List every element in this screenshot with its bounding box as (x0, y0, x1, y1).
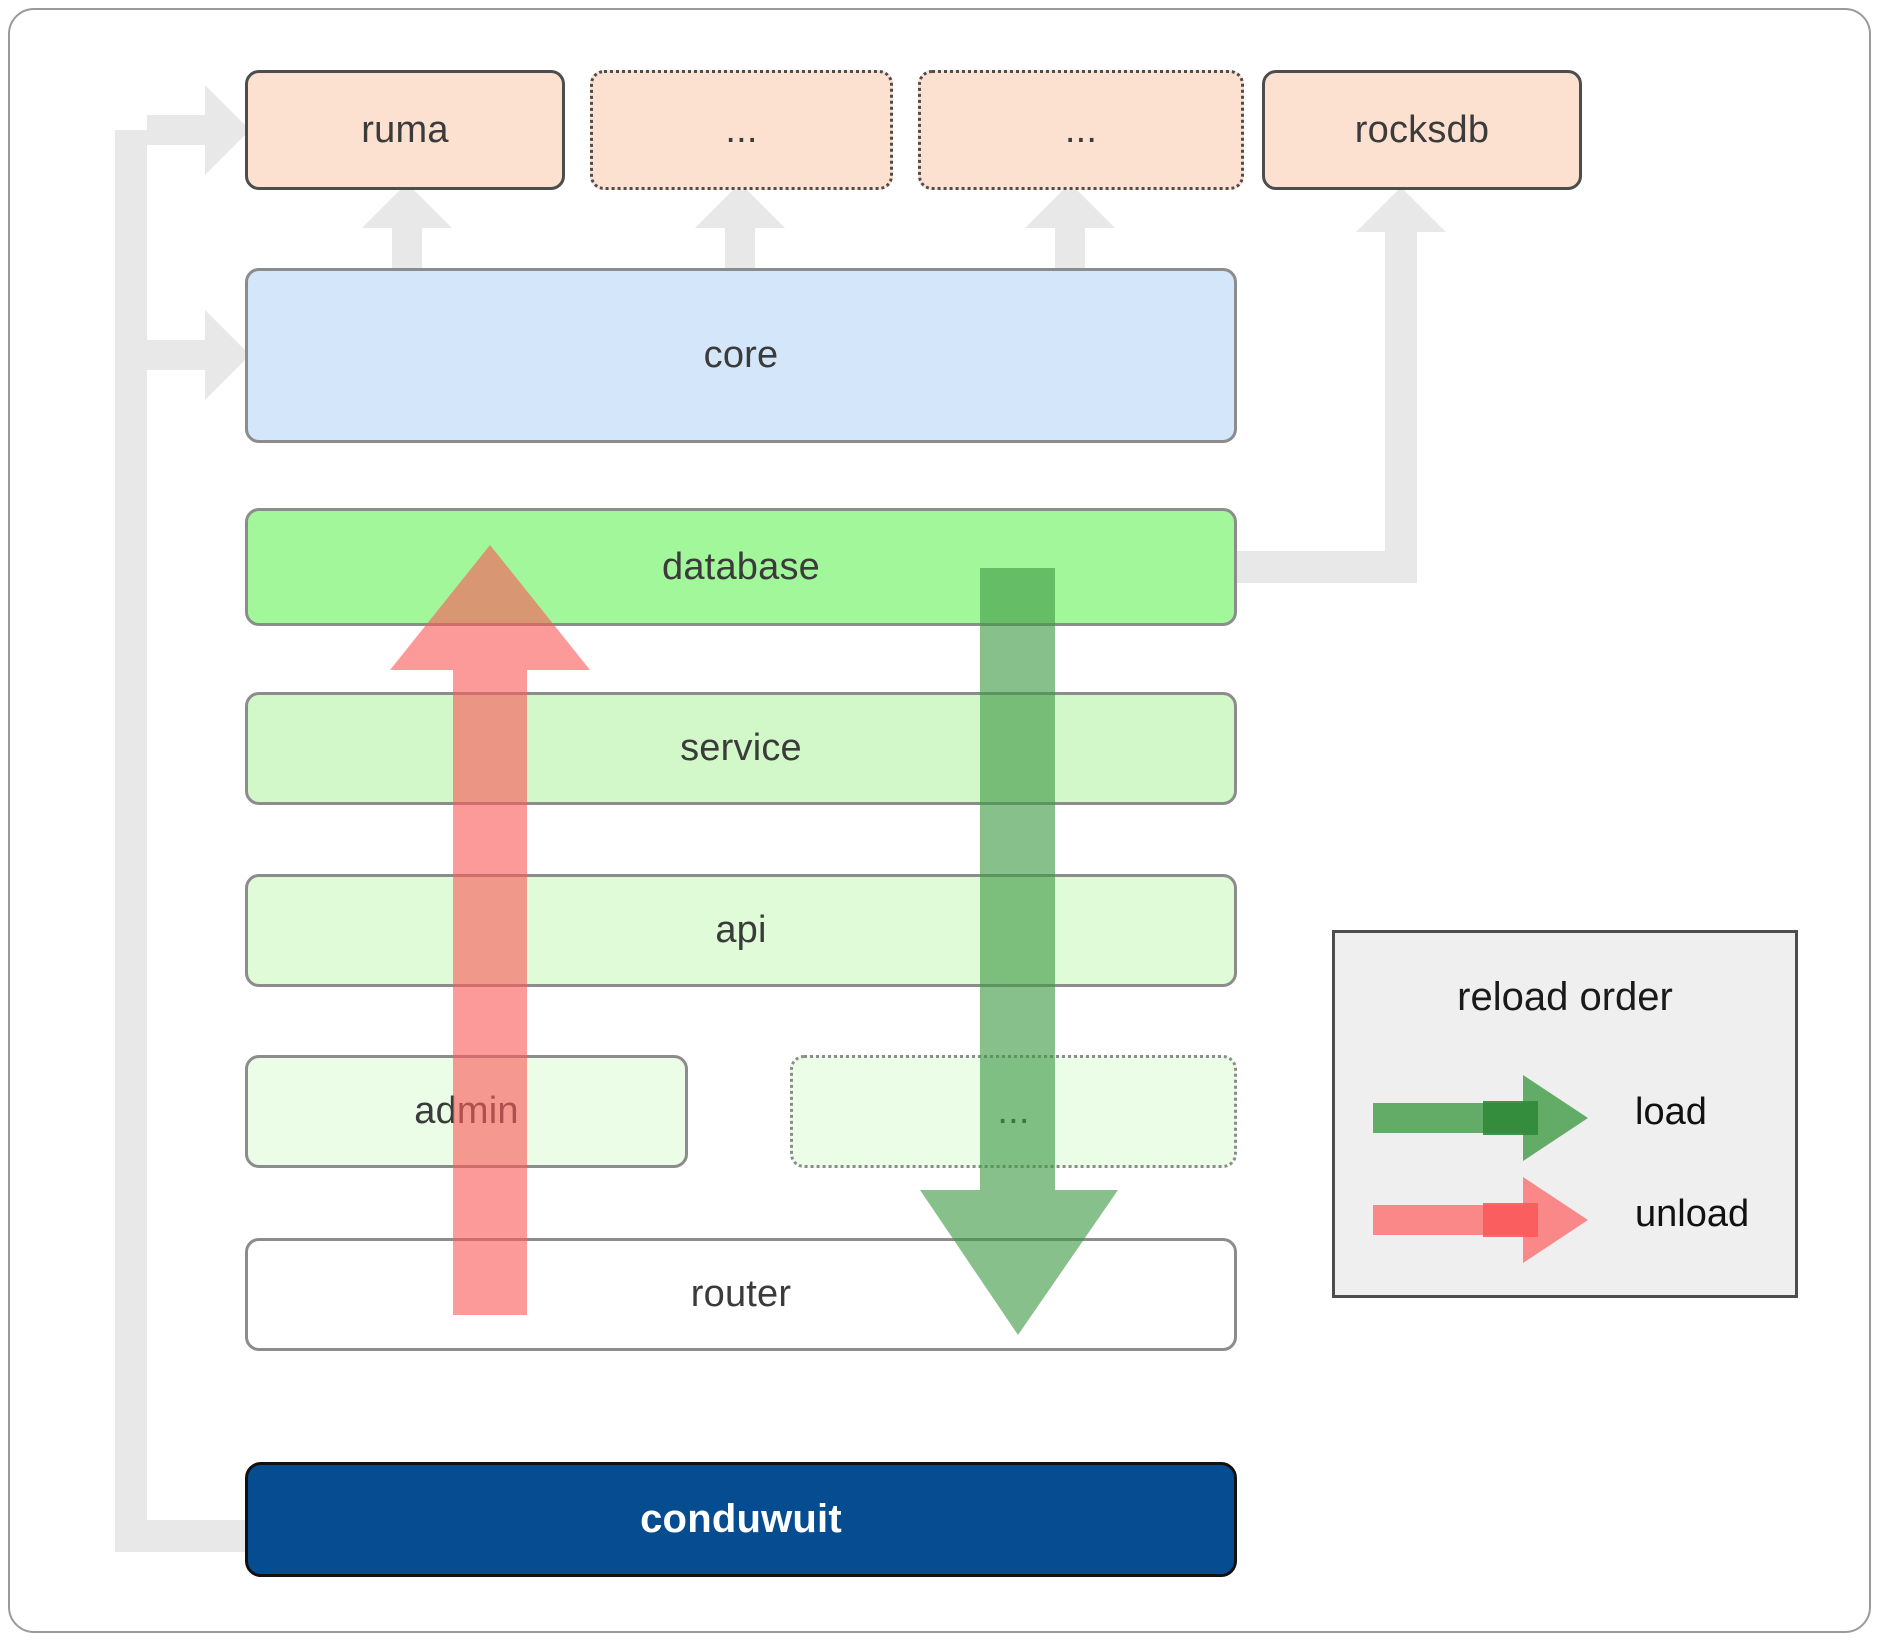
layer-node-api[interactable]: api (245, 874, 1237, 987)
dependency-node-rocksdb[interactable]: rocksdb (1262, 70, 1582, 190)
load-arrow-icon (1373, 1075, 1588, 1161)
layer-label: service (680, 727, 802, 769)
legend-row-unload: unload (1335, 1175, 1795, 1265)
legend-panel: reload order load unload (1332, 930, 1798, 1298)
layer-label: admin (414, 1090, 519, 1132)
dependency-label: ... (725, 108, 758, 151)
dependency-node-ellipsis-1[interactable]: ... (590, 70, 893, 190)
binary-node-conduwuit[interactable]: conduwuit (245, 1462, 1237, 1577)
binary-label: conduwuit (640, 1497, 842, 1541)
layer-node-service[interactable]: service (245, 692, 1237, 805)
layer-label: database (662, 545, 820, 588)
layer-label: router (690, 1273, 792, 1315)
dependency-node-ellipsis-2[interactable]: ... (918, 70, 1244, 190)
layer-node-core[interactable]: core (245, 268, 1237, 443)
dependency-node-ruma[interactable]: ruma (245, 70, 565, 190)
layer-node-admin[interactable]: admin (245, 1055, 688, 1168)
legend-row-load: load (1335, 1073, 1795, 1163)
legend-label-load: load (1635, 1091, 1707, 1133)
layer-node-router[interactable]: router (245, 1238, 1237, 1351)
diagram-frame (8, 8, 1871, 1633)
layer-node-ellipsis[interactable]: ... (790, 1055, 1237, 1168)
layer-node-database[interactable]: database (245, 508, 1237, 626)
layer-label: api (715, 909, 767, 951)
layer-label: ... (997, 1090, 1030, 1132)
layer-label: core (703, 334, 779, 376)
unload-arrow-icon (1373, 1177, 1588, 1263)
legend-title: reload order (1457, 975, 1673, 1019)
dependency-label: ruma (361, 108, 449, 151)
legend-label-unload: unload (1635, 1193, 1750, 1235)
dependency-label: ... (1064, 108, 1098, 151)
dependency-label: rocksdb (1354, 108, 1490, 151)
